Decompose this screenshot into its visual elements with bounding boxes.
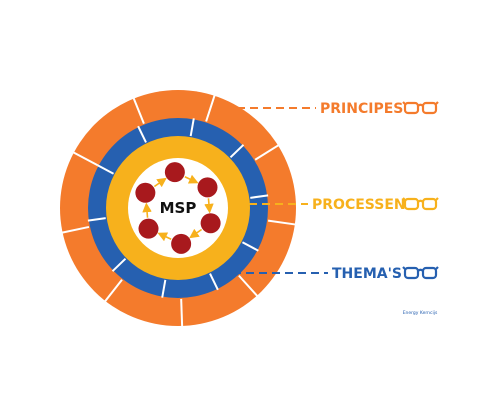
- process-node: [138, 218, 159, 239]
- themas-segment-divider: [209, 273, 219, 291]
- themas-segment-divider: [250, 194, 269, 199]
- themas-segment-dividers: [87, 118, 269, 298]
- principes-segment-divider: [238, 274, 259, 298]
- process-arrow: [153, 177, 167, 188]
- process-arrow: [184, 174, 199, 184]
- process-node: [135, 182, 156, 203]
- glasses-icon: [402, 197, 439, 211]
- process-node: [197, 177, 218, 198]
- process-node: [164, 162, 185, 183]
- process-nodes: [135, 162, 221, 254]
- process-arrow: [157, 232, 172, 242]
- process-arrow: [189, 228, 203, 239]
- process-arrow: [142, 202, 152, 218]
- process-arrows: [142, 174, 214, 242]
- themas-segment-divider: [97, 164, 115, 175]
- processen-label: PROCESSEN: [312, 197, 406, 213]
- themas-segment-divider: [137, 125, 147, 143]
- principes-segment-divider: [267, 219, 296, 226]
- themas-segment-divider: [111, 257, 127, 272]
- themas-segment-divider: [87, 217, 106, 222]
- principes-segment-divider: [254, 144, 280, 161]
- glasses-icon: [402, 101, 439, 115]
- principes-segment-divider: [61, 225, 90, 234]
- principes-segment-divider: [205, 94, 216, 122]
- themas-label: THEMA'S: [332, 266, 402, 282]
- principes-segment-divider: [103, 279, 123, 303]
- credit-text: Energy Kerncijs: [403, 310, 438, 316]
- themas-segment-divider: [189, 118, 195, 137]
- principes-segment-divider: [132, 97, 145, 125]
- themas-segment-divider: [161, 279, 167, 298]
- themas-segment-divider: [229, 144, 245, 159]
- themas-segment-divider: [241, 241, 259, 252]
- principes-segment-dividers: [61, 94, 296, 327]
- process-node: [171, 233, 192, 254]
- principes-label: PRINCIPES: [320, 101, 403, 117]
- process-node: [200, 213, 221, 234]
- principes-segment-divider: [72, 151, 99, 167]
- glasses-icon: [402, 266, 439, 280]
- principes-segment-divider: [180, 298, 184, 327]
- process-arrow: [204, 198, 214, 214]
- center-label: MSP: [160, 199, 197, 217]
